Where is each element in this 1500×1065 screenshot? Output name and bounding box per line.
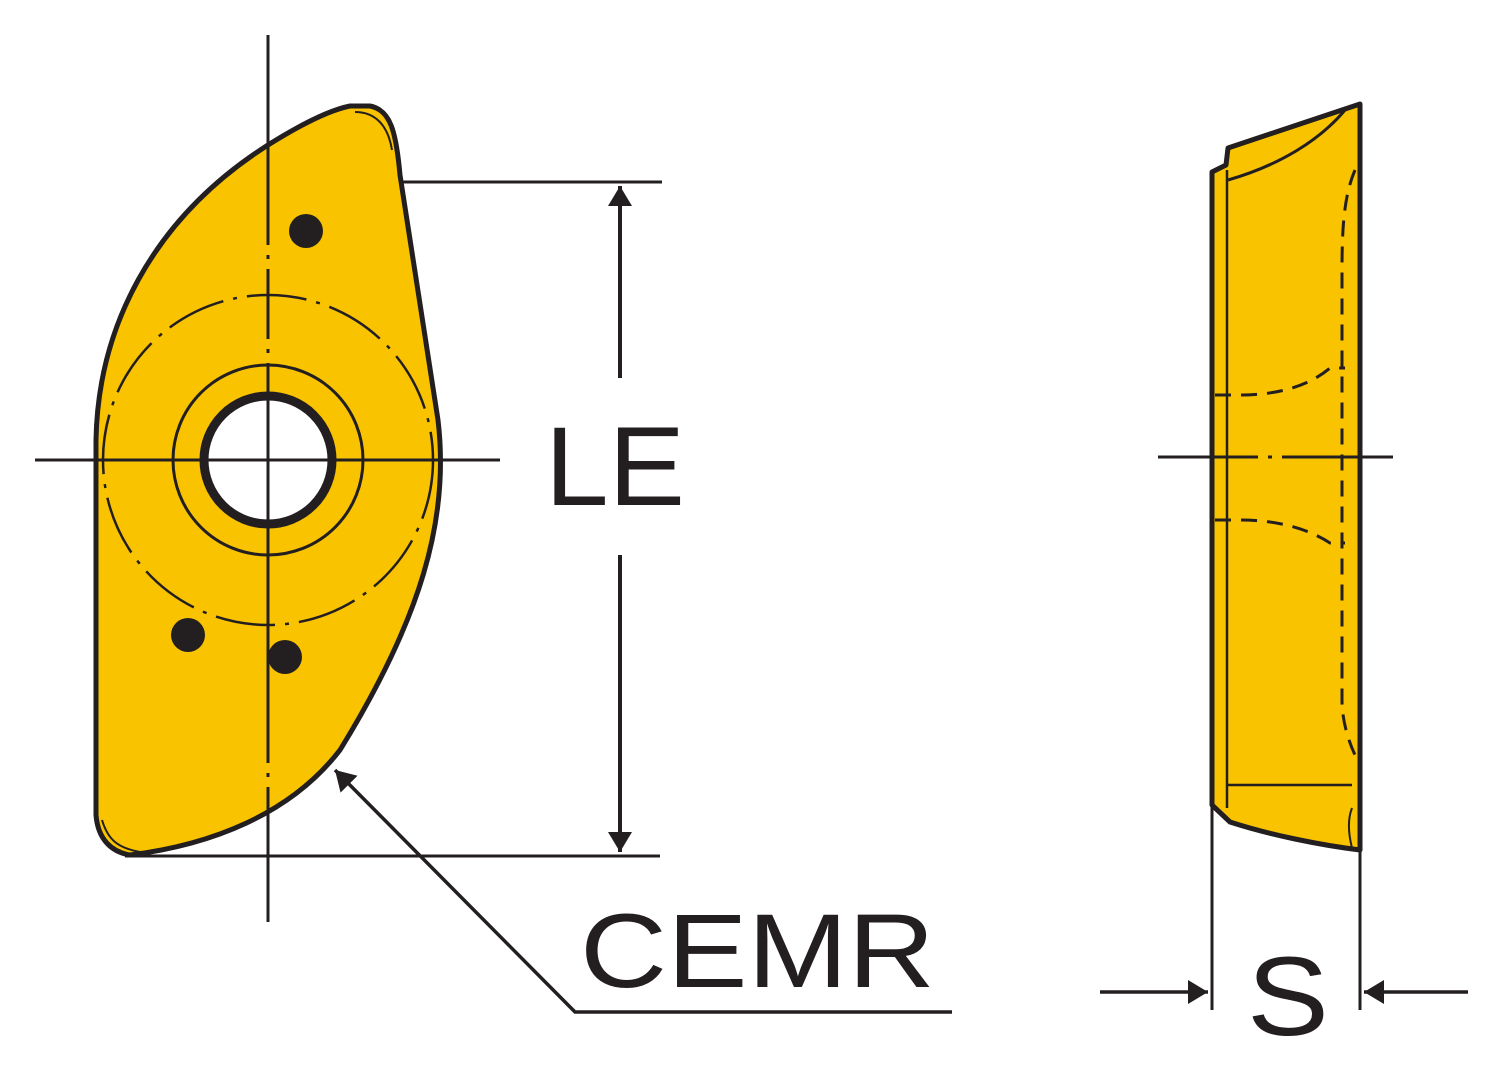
hidden-line-right xyxy=(1340,169,1357,756)
side-view: S xyxy=(1100,101,1468,1059)
insert-body-side xyxy=(1209,101,1363,853)
cemr-label: CEMR xyxy=(580,893,935,1010)
s-label: S xyxy=(1247,934,1329,1059)
cemr-leader-line xyxy=(333,768,952,1014)
hidden-line-upper xyxy=(1215,366,1345,397)
hidden-line-lower xyxy=(1215,518,1345,545)
marker-dot xyxy=(171,618,205,652)
front-view: LE CEMR xyxy=(35,35,952,1014)
marker-dot xyxy=(289,214,323,248)
le-label: LE xyxy=(545,404,685,529)
marker-dot xyxy=(268,640,302,674)
